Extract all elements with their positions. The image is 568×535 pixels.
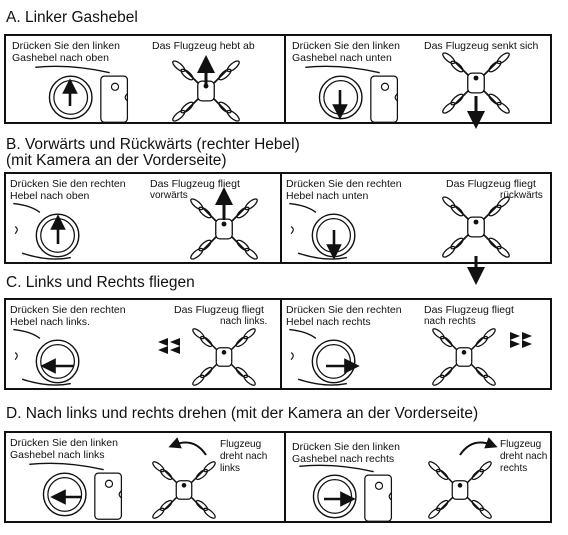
a-left-result: Das Flugzeug hebt ab [152, 40, 255, 52]
c-left-instruction-2: Hebel nach links. [10, 316, 90, 328]
section-d-panel: Drücken Sie den linken Gashebel nach lin… [4, 431, 552, 523]
left-stick-right-illustration [298, 464, 393, 522]
drone-ascend-illustration [170, 55, 242, 124]
b-left-instruction-2: Hebel nach oben [10, 190, 90, 202]
section-b-title: B. Vorwärts und Rückwärts (rechter Hebel… [6, 136, 300, 153]
d-right-instruction-2: Gashebel nach rechts [292, 453, 395, 465]
drone-backward-illustration [440, 194, 512, 285]
d-left-result-3: links [220, 463, 241, 474]
d-right-instruction: Drücken Sie den linken [292, 441, 400, 453]
d-right-result-3: rechts [500, 463, 528, 474]
drone-forward-illustration [188, 187, 260, 262]
c-right-result-2: nach rechts [424, 316, 476, 327]
b-right-result-2: rückwärts [500, 190, 543, 201]
b-right-result: Das Flugzeug fliegt [446, 178, 536, 190]
d-left-instruction: Drücken Sie den linken [10, 437, 118, 449]
section-c-title: C. Links und Rechts fliegen [6, 274, 195, 291]
c-left-result-2: nach links. [220, 316, 268, 327]
section-a-panel: Drücken Sie den linken Gashebel nach obe… [4, 34, 552, 129]
b-left-result-2: vorwärts [150, 190, 188, 201]
c-right-result: Das Flugzeug fliegt [424, 304, 514, 316]
c-right-instruction-2: Hebel nach rechts [286, 316, 371, 328]
section-d-title: D. Nach links und rechts drehen (mit der… [6, 405, 479, 422]
c-left-result: Das Flugzeug fliegt [174, 304, 264, 316]
left-stick-up-illustration [34, 65, 129, 123]
drone-left-illustration [190, 326, 258, 388]
a-right-result: Das Flugzeug senkt sich [424, 40, 539, 52]
a-right-instruction-2: Gashebel nach unten [292, 52, 392, 64]
section-b-subtitle: (mit Kamera an der Vorderseite) [6, 152, 227, 169]
left-stick-left-illustration [28, 462, 123, 520]
right-stick-down-illustration [288, 202, 356, 260]
drone-right-illustration [430, 326, 498, 388]
b-left-result: Das Flugzeug fliegt [150, 178, 240, 190]
drone-rotate-right-illustration [426, 459, 494, 521]
section-c-panel: Drücken Sie den rechten Hebel nach links… [4, 298, 552, 390]
b-left-instruction: Drücken Sie den rechten [10, 178, 126, 190]
rotate-right-arrow-icon [459, 437, 498, 456]
right-stick-up-illustration [12, 202, 80, 260]
left-double-arrow-icon [158, 338, 180, 354]
left-stick-down-illustration [304, 65, 399, 123]
c-right-instruction: Drücken Sie den rechten [286, 304, 402, 316]
rotate-left-arrow-icon [168, 437, 207, 456]
c-left-instruction: Drücken Sie den rechten [10, 304, 126, 316]
section-a-title: A. Linker Gashebel [6, 9, 138, 26]
a-left-instruction-2: Gashebel nach oben [12, 52, 109, 64]
right-stick-left-illustration [12, 328, 80, 386]
d-left-result-2: dreht nach [220, 451, 268, 462]
drone-rotate-left-illustration [150, 459, 218, 521]
d-right-result: Flugzeug [500, 439, 542, 450]
a-left-instruction: Drücken Sie den linken [12, 40, 120, 52]
d-left-instruction-2: Gashebel nach links [10, 449, 105, 461]
b-right-instruction: Drücken Sie den rechten [286, 178, 402, 190]
right-stick-right-illustration [288, 328, 360, 386]
a-right-instruction: Drücken Sie den linken [292, 40, 400, 52]
b-right-instruction-2: Hebel nach unten [286, 190, 369, 202]
d-left-result: Flugzeug [220, 439, 262, 450]
right-double-arrow-icon [510, 332, 532, 348]
d-right-result-2: dreht nach [500, 451, 548, 462]
section-b-panel: Drücken Sie den rechten Hebel nach oben … [4, 172, 552, 285]
drone-descend-illustration [440, 50, 512, 129]
